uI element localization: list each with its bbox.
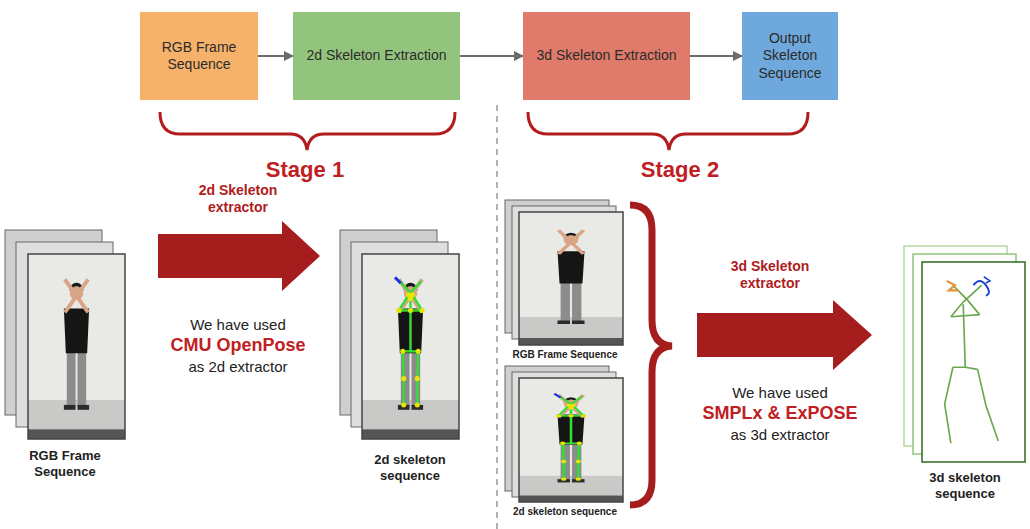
stage-separator xyxy=(496,105,498,529)
annotation-label: 2d Skeleton extractor xyxy=(178,182,298,216)
annotation-label: SMPLx & ExPOSE xyxy=(685,403,875,425)
annotation-label: 3d skeleton sequence xyxy=(910,470,1020,501)
extractor-arrow xyxy=(158,221,320,291)
stage-brace xyxy=(528,112,808,150)
flow-arrow xyxy=(258,55,293,57)
process-box: Output Skeleton Sequence xyxy=(742,12,838,100)
skeleton-frame-stack xyxy=(505,366,623,502)
annotation-label: as 3d extractor xyxy=(700,426,860,444)
process-box: RGB Frame Sequence xyxy=(140,12,258,100)
box-text: RGB Frame Sequence xyxy=(146,39,252,74)
process-box: 2d Skeleton Extraction xyxy=(293,12,460,100)
merge-brace xyxy=(630,205,672,505)
skeleton-3d-stack xyxy=(904,246,1025,462)
annotation-label: Stage 2 xyxy=(610,157,750,183)
process-box: 3d Skeleton Extraction xyxy=(523,12,690,100)
annotation-label: Stage 1 xyxy=(235,157,375,183)
stage-brace xyxy=(160,112,455,150)
annotation-label: as 2d extractor xyxy=(158,358,318,376)
annotation-label: CMU OpenPose xyxy=(148,335,328,357)
annotation-label: 2d skeleton sequence xyxy=(354,452,466,483)
box-text: 2d Skeleton Extraction xyxy=(306,47,446,65)
annotation-label: RGB Frame Sequence xyxy=(9,448,121,479)
annotation-label: 2d skeleton sequence xyxy=(490,506,640,518)
annotation-label: We have used xyxy=(158,316,318,334)
box-text: 3d Skeleton Extraction xyxy=(536,47,676,65)
annotation-label: RGB Frame Sequence xyxy=(490,349,640,361)
annotation-label: We have used xyxy=(700,384,860,402)
flow-arrow xyxy=(690,55,742,57)
rgb-frame-stack xyxy=(5,230,125,439)
skeleton-frame-stack xyxy=(340,230,459,439)
extractor-arrow xyxy=(697,300,872,370)
rgb-frame-stack xyxy=(505,200,623,345)
box-text: Output Skeleton Sequence xyxy=(748,30,832,83)
flow-arrow xyxy=(460,55,523,57)
annotation-label: 3d Skeleton extractor xyxy=(710,258,830,292)
